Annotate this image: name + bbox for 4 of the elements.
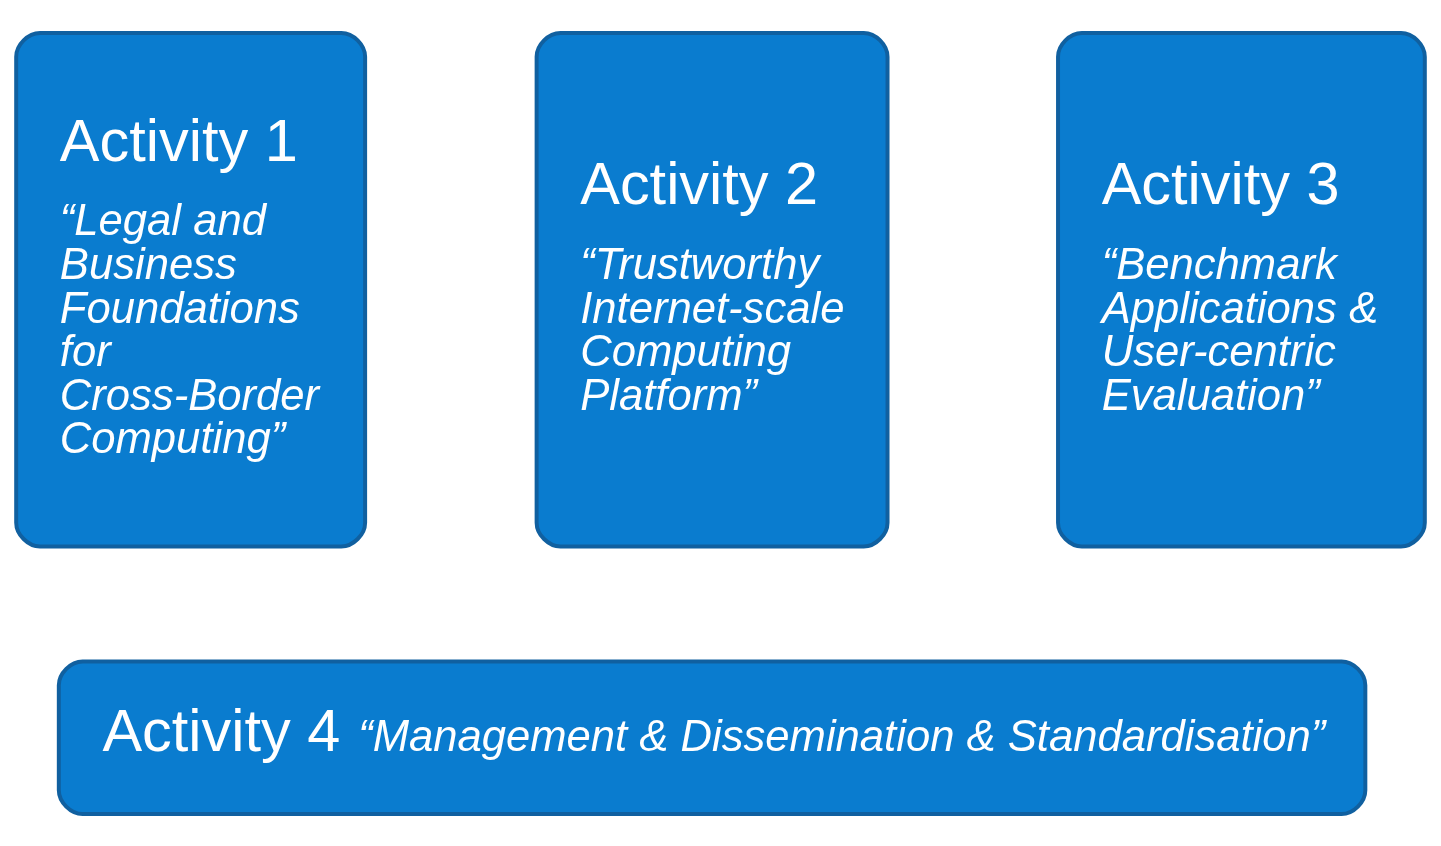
node-box: Activity 4 “Management & Dissemination & Standardisation” [56,658,1368,816]
node-box: Activity 3 “Benchmark Applications & User-centric Evaluation” [1056,30,1427,548]
node-box: Activity 1 “Legal and Business Foundations for Cross-Border Computing” [14,30,368,548]
node-box: Activity 2 “Trustworthy Internet-scale Computing Platform” [534,30,890,548]
